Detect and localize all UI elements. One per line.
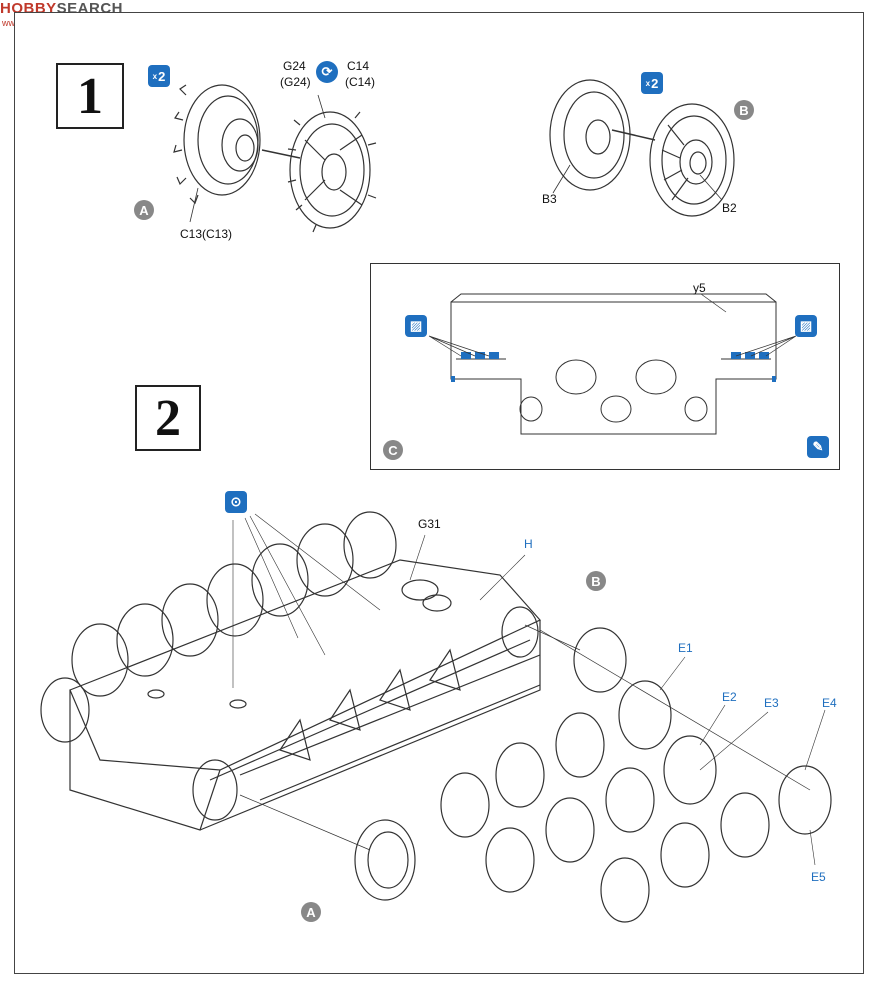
hull-drawing: [69, 559, 541, 831]
inset-plate-drawing: [428, 293, 797, 435]
hull-wheel-row-drawing: [40, 511, 539, 821]
label-e2: E2: [722, 690, 737, 704]
callout-a-step2: A: [301, 902, 321, 922]
label-g24-alt: (G24): [280, 75, 311, 89]
detail-inset-c: ▨ ▨ ✎ y5 C: [370, 263, 840, 470]
callout-b-step2: B: [586, 571, 606, 591]
label-e4: E4: [822, 696, 837, 710]
glue-icon-right: ▨: [795, 315, 817, 337]
callout-a-step1: A: [134, 200, 154, 220]
road-wheel-drawing: [549, 79, 735, 217]
label-b3: B3: [542, 192, 557, 206]
step-number-2: 2: [135, 385, 201, 451]
label-c13: C13(C13): [180, 227, 233, 241]
callout-c: C: [383, 440, 403, 460]
loose-road-wheels-drawing: [354, 627, 832, 923]
sprocket-wheel-drawing: [173, 84, 377, 233]
quantity-value-right: 2: [651, 75, 659, 91]
step-number-1: 1: [56, 63, 124, 129]
label-b2: B2: [722, 201, 737, 215]
label-c14-alt: (C14): [345, 75, 376, 89]
label-c14: C14: [347, 59, 370, 73]
label-g24: G24: [283, 59, 306, 73]
label-y5: y5: [693, 281, 706, 295]
label-h: H: [524, 537, 533, 551]
option-swap-icon: ⟳: [316, 61, 338, 83]
label-e5: E5: [811, 870, 826, 884]
label-e3: E3: [764, 696, 779, 710]
paint-brush-icon: ✎: [807, 436, 829, 458]
glue-icon-left: ▨: [405, 315, 427, 337]
label-g31: G31: [418, 517, 441, 531]
drill-hole-icon: ⊙: [225, 491, 247, 513]
callout-b-step1: B: [734, 100, 754, 120]
label-e1: E1: [678, 641, 693, 655]
quantity-value-left: 2: [158, 68, 166, 84]
